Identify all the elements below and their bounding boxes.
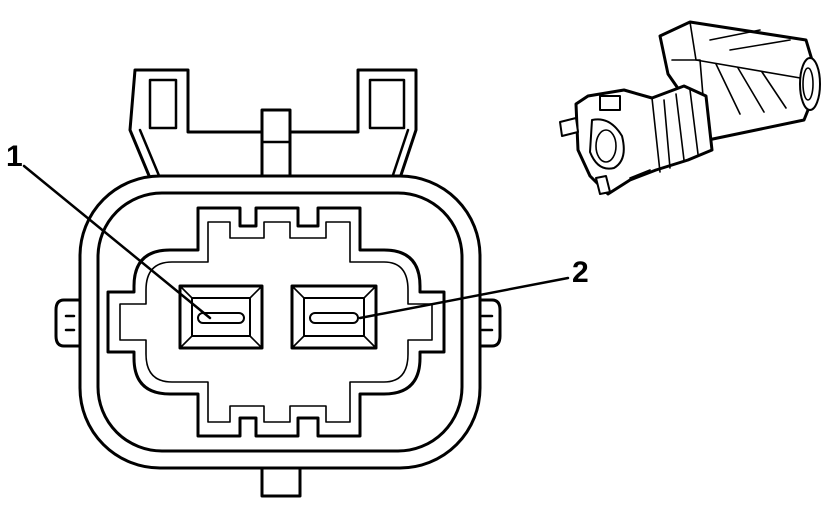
terminal-1-slot bbox=[197, 312, 245, 324]
locking-tab bbox=[128, 68, 418, 182]
callout-1-leader bbox=[22, 164, 212, 320]
side-bumps bbox=[54, 298, 502, 348]
callout-2-label: 2 bbox=[572, 256, 589, 289]
terminal-2 bbox=[290, 284, 378, 350]
callout-1-label: 1 bbox=[6, 140, 23, 173]
terminal-1 bbox=[178, 284, 264, 350]
connector-face-view: 1 2 bbox=[6, 68, 589, 498]
terminal-2-slot bbox=[309, 312, 359, 324]
terminal-cavity-outline bbox=[106, 206, 446, 438]
seal-outline bbox=[119, 221, 433, 423]
connector-perspective-view bbox=[559, 20, 821, 196]
callout-2-leader bbox=[358, 276, 570, 320]
